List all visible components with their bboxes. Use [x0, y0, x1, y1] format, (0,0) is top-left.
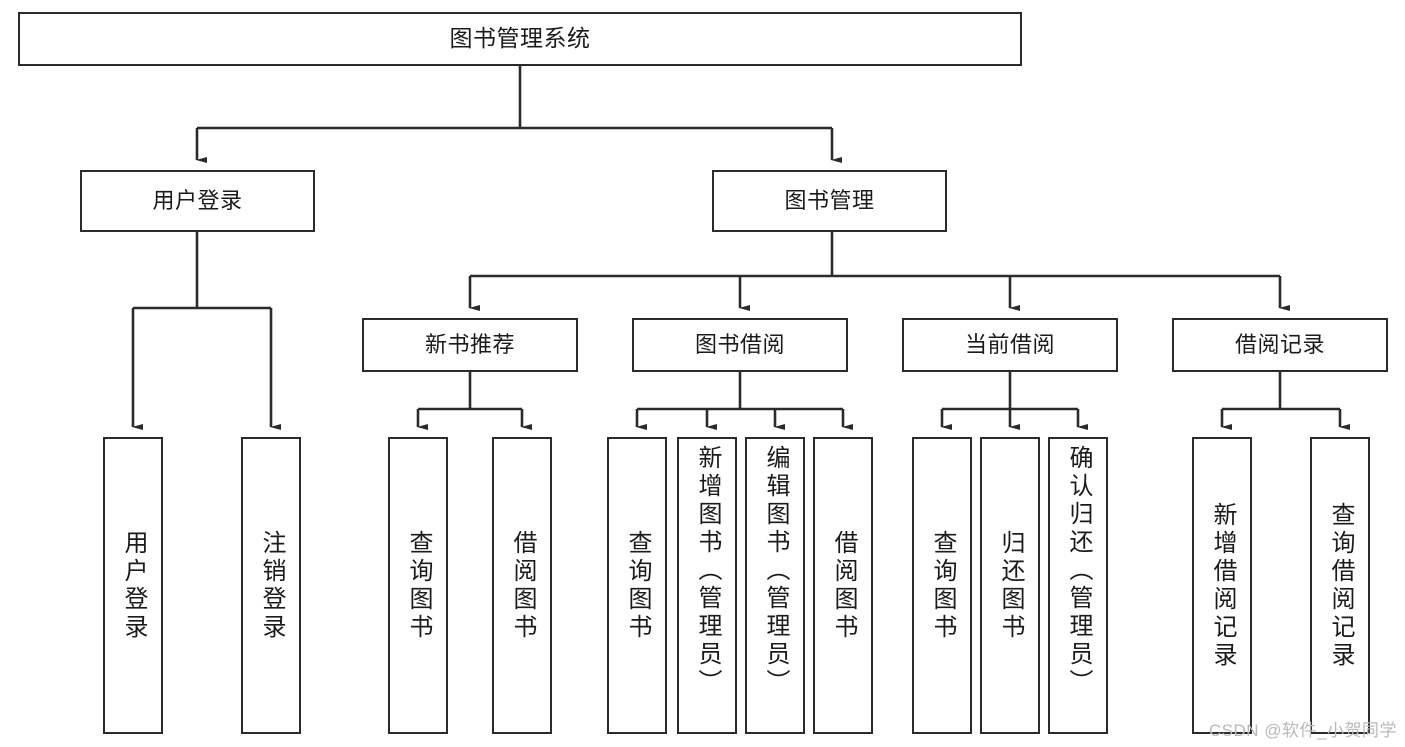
- node-leaf-user-login-label: 用户登录: [120, 529, 147, 642]
- node-leaf-return-book-label: 归还图书: [997, 529, 1024, 642]
- node-leaf-query-book-3-label: 查询图书: [929, 529, 956, 642]
- node-leaf-add-book[interactable]: 新增图书（管理员）: [677, 437, 737, 734]
- node-leaf-confirm-return[interactable]: 确认归还（管理员）: [1048, 437, 1108, 734]
- node-user-login[interactable]: 用户登录: [80, 170, 315, 232]
- node-leaf-add-book-label: 新增图书（管理员）: [694, 445, 721, 697]
- node-leaf-logout-login[interactable]: 注销登录: [241, 437, 301, 734]
- node-borrow-record[interactable]: 借阅记录: [1172, 318, 1388, 372]
- node-leaf-query-book-2-label: 查询图书: [624, 529, 651, 642]
- node-leaf-user-login[interactable]: 用户登录: [103, 437, 163, 734]
- node-root-book-management-system[interactable]: 图书管理系统: [18, 12, 1022, 66]
- node-user-login-label: 用户登录: [152, 188, 243, 214]
- node-leaf-confirm-return-label: 确认归还（管理员）: [1065, 445, 1092, 697]
- node-leaf-borrow-book-2-label: 借阅图书: [830, 529, 857, 642]
- node-book-borrow-label: 图书借阅: [694, 332, 785, 358]
- node-book-borrow[interactable]: 图书借阅: [632, 318, 848, 372]
- node-leaf-query-record-label: 查询借阅记录: [1327, 501, 1354, 670]
- node-leaf-query-book-1-label: 查询图书: [405, 529, 432, 642]
- node-leaf-edit-book-label: 编辑图书（管理员）: [762, 445, 789, 697]
- node-leaf-borrow-book-1-label: 借阅图书: [509, 529, 536, 642]
- node-leaf-add-record[interactable]: 新增借阅记录: [1192, 437, 1252, 734]
- node-leaf-query-book-1[interactable]: 查询图书: [388, 437, 448, 734]
- node-leaf-query-record[interactable]: 查询借阅记录: [1310, 437, 1370, 734]
- node-leaf-return-book[interactable]: 归还图书: [980, 437, 1040, 734]
- node-borrow-record-label: 借阅记录: [1234, 332, 1325, 358]
- node-current-borrow[interactable]: 当前借阅: [902, 318, 1118, 372]
- node-leaf-logout-login-label: 注销登录: [258, 529, 285, 642]
- watermark-text: CSDN @软件_小贺同学: [1208, 721, 1397, 740]
- node-book-management[interactable]: 图书管理: [712, 170, 947, 232]
- node-leaf-edit-book[interactable]: 编辑图书（管理员）: [745, 437, 805, 734]
- node-new-book-recommend-label: 新书推荐: [424, 332, 515, 358]
- node-leaf-borrow-book-1[interactable]: 借阅图书: [492, 437, 552, 734]
- node-root-label: 图书管理系统: [449, 25, 591, 52]
- node-new-book-recommend[interactable]: 新书推荐: [362, 318, 578, 372]
- node-current-borrow-label: 当前借阅: [964, 332, 1055, 358]
- node-leaf-query-book-3[interactable]: 查询图书: [912, 437, 972, 734]
- node-leaf-borrow-book-2[interactable]: 借阅图书: [813, 437, 873, 734]
- node-book-management-label: 图书管理: [784, 188, 875, 214]
- node-leaf-query-book-2[interactable]: 查询图书: [607, 437, 667, 734]
- node-leaf-add-record-label: 新增借阅记录: [1209, 501, 1236, 670]
